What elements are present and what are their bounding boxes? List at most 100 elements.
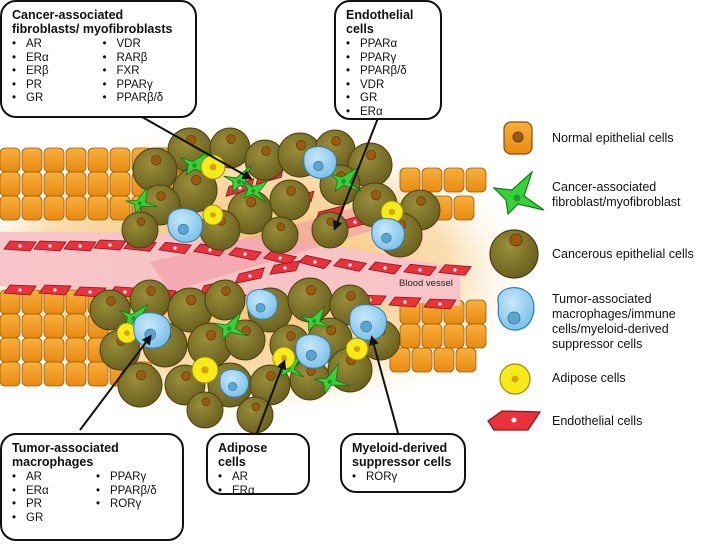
cancerous-epithelial-cell (289, 359, 331, 401)
legend-line: Normal epithelial cells (552, 131, 674, 145)
normal-epithelial-cell (443, 167, 465, 193)
adipose-cell (272, 346, 296, 370)
normal-epithelial-cell (65, 361, 87, 387)
legend-line: fibroblast/myofibroblast (552, 195, 681, 209)
normal-epithelial-cell (465, 167, 487, 193)
caf-receptor-list-left: AR ERα ERβ PR GR (12, 38, 95, 106)
normal-epithelial-cell (43, 361, 65, 387)
endothelial-cell (234, 267, 265, 284)
caf-title-line2: fibroblasts/ myofibroblasts (12, 22, 173, 36)
adipose-receptor-box: Adipose cells AR ERα (206, 433, 310, 497)
receptor-item: AR (12, 38, 95, 52)
normal-epithelial-cell (0, 313, 21, 339)
receptor-item: PPARγ (103, 79, 186, 93)
receptor-item: PPARβ/δ (346, 65, 430, 79)
receptor-item: RORγ (352, 471, 454, 485)
endothelial-cell-icon (487, 410, 542, 431)
tam-title-line1: Tumor-associated (12, 441, 119, 455)
macrophage-cells (133, 146, 405, 398)
normal-epithelial-cell (65, 337, 87, 363)
fibroblast-icon (492, 170, 545, 216)
normal-epithelial-cell (87, 195, 109, 221)
arrow-tam (79, 334, 152, 431)
adipose-box-title: Adipose cells (218, 441, 268, 469)
normal-epithelial-cell (65, 171, 87, 197)
normal-epithelial-cell (109, 195, 131, 221)
normal-epithelial-cell (465, 299, 487, 325)
cancerous-epithelial-cell (186, 391, 224, 429)
endothelial-cell (423, 298, 457, 310)
normal-epithelial-cell-icon (503, 121, 533, 155)
pointer-arrows (79, 112, 399, 434)
mdsc-receptor-box: Myeloid-derived suppressor cells RORγ (340, 433, 466, 493)
endothelial-box-title: Endothelial cells (346, 8, 414, 36)
normal-epithelial-cell (43, 195, 65, 221)
legend-line: Adipose cells (552, 371, 626, 385)
fibroblast-cell (125, 185, 158, 215)
cancerous-epithelial-cell (89, 289, 131, 331)
cancerous-epithelial-cell (236, 396, 274, 434)
receptor-item: PPARβ/δ (96, 485, 172, 499)
receptor-item: AR (218, 471, 298, 485)
legend-label-cancerous-epithelial: Cancerous epithelial cells (552, 247, 694, 262)
legend-label-fibroblast: Cancer-associated fibroblast/myofibrobla… (552, 180, 681, 210)
macrophage-icon (497, 287, 535, 331)
fibroblast-cell (329, 166, 362, 193)
normal-epithelial-cell (453, 195, 475, 221)
normal-epithelial-cell (21, 337, 43, 363)
normal-epithelial-cell (109, 171, 131, 197)
mdsc-box-title: Myeloid-derived suppressor cells (352, 441, 454, 469)
cancerous-epithelial-cell (132, 147, 178, 193)
endothelial-receptor-list: PPARα PPARγ PPARβ/δ VDR GR ERα (346, 38, 430, 120)
receptor-item: ERα (12, 52, 95, 66)
adipose-cell (202, 204, 224, 226)
endothelial-cell (332, 258, 368, 272)
macrophage-cell (295, 334, 332, 369)
macrophage-cell (246, 289, 278, 320)
cancerous-epithelial-cell (269, 179, 311, 221)
normal-epithelial-cell (21, 171, 43, 197)
normal-epithelial-cell (465, 323, 487, 349)
receptor-item: RORγ (96, 498, 172, 512)
tam-receptor-list-right: PPARγ PPARβ/δ RORγ (96, 471, 172, 525)
normal-epithelial-cell (443, 323, 465, 349)
macrophage-cell (303, 146, 337, 179)
normal-epithelial-cell (0, 147, 21, 173)
receptor-item: GR (12, 92, 95, 106)
cancerous-epithelial-cell (244, 139, 286, 181)
normal-epithelial-cell (421, 323, 443, 349)
legend-label-macrophage: Tumor-associated macrophages/immune cell… (552, 292, 676, 352)
legend-line: Cancerous epithelial cells (552, 247, 694, 261)
endothelial-cell (38, 284, 72, 296)
mdsc-receptor-list: RORγ (352, 471, 454, 485)
normal-epithelial-cell (0, 361, 21, 387)
caf-receptor-box: Cancer-associated fibroblasts/ myofibrob… (0, 0, 197, 118)
receptor-item: GR (12, 512, 88, 526)
normal-epithelial-cell (433, 347, 455, 373)
legend-label-endothelial: Endothelial cells (552, 414, 642, 429)
normal-epithelial-cell (0, 337, 21, 363)
endothelial-cell (297, 254, 333, 270)
legend-line: Cancer-associated (552, 180, 657, 194)
adipose-cell (191, 356, 219, 384)
normal-epithelial-cell (43, 337, 65, 363)
macrophage-cell (371, 218, 405, 251)
adipose-cell (345, 337, 369, 361)
caf-title-line1: Cancer-associated (12, 8, 124, 22)
normal-epithelial-cell (389, 347, 411, 373)
endothelial-cell (269, 260, 301, 275)
normal-epithelial-cell (109, 147, 131, 173)
endothelial-cell (403, 263, 437, 277)
receptor-item: PPARα (346, 38, 430, 52)
endothelial-cell (367, 261, 403, 275)
tam-receptor-box: Tumor-associated macrophages AR ERα PR G… (0, 433, 184, 541)
cancerous-epithelial-cell (261, 216, 299, 254)
normal-epithelial-cell (399, 167, 421, 193)
mdsc-title-line2: suppressor cells (352, 455, 452, 469)
normal-epithelial-cell (21, 313, 43, 339)
endothelial-cell (33, 240, 67, 252)
endothelial-cell (93, 239, 127, 251)
legend-line: Tumor-associated (552, 292, 652, 306)
normal-epithelial-cell (43, 313, 65, 339)
